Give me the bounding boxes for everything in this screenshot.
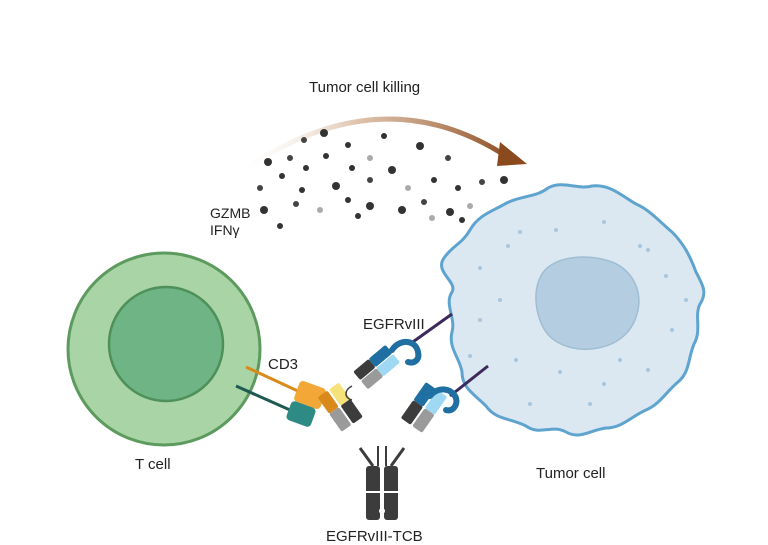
tumor-speck: [684, 298, 688, 302]
cytokine-dot: [345, 142, 351, 148]
t-cell: [66, 251, 262, 447]
tumor-speck: [514, 358, 518, 362]
cytokine-dot: [431, 177, 437, 183]
cytokine-dot: [264, 158, 272, 166]
killing-arrow: [229, 116, 515, 181]
cytokine-dot: [260, 206, 268, 214]
ifng-label: IFNγ: [210, 222, 240, 238]
cytokine-dot: [349, 165, 355, 171]
cytokine-dot: [405, 185, 411, 191]
cd3-block: [294, 381, 326, 409]
cytokine-dot: [381, 133, 387, 139]
tumor-cell-killing-label: Tumor cell killing: [309, 79, 421, 96]
tumor-speck: [646, 368, 650, 372]
cytokine-dot: [279, 173, 285, 179]
tumor-speck: [528, 402, 532, 406]
egfrviii-label: EGFRvIII: [363, 316, 425, 333]
cytokine-dot: [301, 137, 307, 143]
cytokine-dot: [303, 165, 309, 171]
cd3-stalk-orange: [245, 365, 301, 394]
cytokine-dot: [293, 201, 299, 207]
cytokine-dot: [467, 203, 473, 209]
cytokine-dot: [455, 185, 461, 191]
cytokine-dot: [367, 155, 373, 161]
cytokine-dot: [287, 155, 293, 161]
egfrviii-receptor-lower: [449, 364, 489, 398]
cytokine-dot: [479, 179, 485, 185]
cytokine-dot: [398, 206, 406, 214]
tumor-speck: [478, 266, 482, 270]
cytokine-dot: [416, 142, 424, 150]
tumor-speck: [602, 382, 606, 386]
cytokine-dot: [332, 182, 340, 190]
tumor-speck: [638, 244, 642, 248]
tumor-speck: [478, 318, 482, 322]
tumor-cell-label: Tumor cell: [536, 465, 606, 482]
cytokine-dot: [388, 166, 396, 174]
tumor-speck: [646, 248, 650, 252]
tcr-block: [286, 401, 316, 427]
cd3-stalk-teal: [235, 384, 291, 412]
cytokine-dot: [257, 185, 263, 191]
cytokine-dot: [429, 215, 435, 221]
cd3-label: CD3: [268, 356, 299, 373]
cytokine-dot: [500, 176, 508, 184]
tumor-speck: [498, 298, 502, 302]
t-cell-label: T cell: [135, 456, 171, 473]
tumor-speck: [506, 244, 510, 248]
cytokine-dot: [299, 187, 305, 193]
tumor-nucleus: [535, 256, 640, 350]
cytokine-dots: [257, 129, 508, 229]
tumor-speck: [664, 274, 668, 278]
cytokine-dot: [459, 217, 465, 223]
tumor-speck: [554, 228, 558, 232]
cytokine-dot: [446, 208, 454, 216]
egfrviii-receptor-upper: [409, 312, 453, 346]
gzmb-label: GZMB: [210, 205, 251, 221]
tumor-speck: [558, 370, 562, 374]
killing-arrowhead: [497, 142, 527, 166]
tumor-speck: [518, 230, 522, 234]
cytokine-dot: [367, 177, 373, 183]
cytokine-dot: [366, 202, 374, 210]
cytokine-dot: [317, 207, 323, 213]
cytokine-dot: [421, 199, 427, 205]
tumor-cell: [440, 183, 706, 437]
cytokine-dot: [277, 223, 283, 229]
tumor-speck: [468, 354, 472, 358]
tumor-specks: [468, 220, 688, 406]
tumor-speck: [602, 220, 606, 224]
cytokine-dot: [323, 153, 329, 159]
tumor-speck: [618, 358, 622, 362]
tumor-speck: [670, 328, 674, 332]
tumor-speck: [588, 402, 592, 406]
cytokine-dot: [320, 129, 328, 137]
cytokine-dot: [445, 155, 451, 161]
cytokine-dot: [345, 197, 351, 203]
cytokine-dot: [355, 213, 361, 219]
egfrviii-tcb-label: EGFRvIII-TCB: [326, 528, 423, 545]
egfrviii-tcb-antibody: [318, 339, 460, 520]
